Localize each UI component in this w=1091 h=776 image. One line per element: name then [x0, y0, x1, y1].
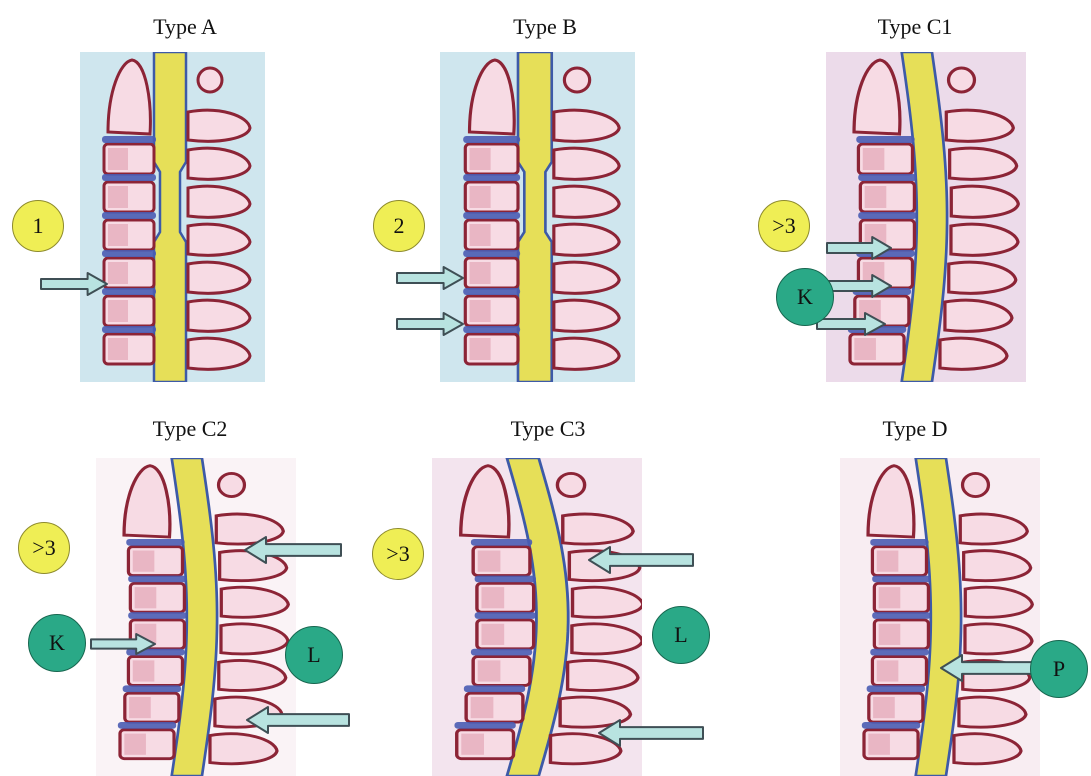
badge-type-c2-l: L	[285, 626, 343, 684]
badge-type-d-p: P	[1030, 640, 1088, 698]
arrow-right-icon	[826, 274, 892, 298]
badge-type-c2-count: >3	[18, 522, 70, 574]
arrow-right-icon	[396, 266, 464, 290]
arrow-right-icon	[90, 633, 156, 655]
panel-title-type-b: Type B	[490, 14, 600, 40]
panel-title-type-c1: Type C1	[860, 14, 970, 40]
arrow-right-icon	[40, 272, 108, 296]
badge-type-a-count: 1	[12, 200, 64, 252]
arrow-left-icon	[588, 546, 694, 574]
arrow-right-icon	[396, 312, 464, 336]
arrow-left-icon	[940, 654, 1044, 682]
panel-title-type-c2: Type C2	[130, 416, 250, 442]
panel-title-type-c3: Type C3	[488, 416, 608, 442]
arrow-right-icon	[826, 236, 892, 260]
spine-illustration-type-d	[840, 458, 1040, 776]
badge-type-c1-count: >3	[758, 200, 810, 252]
badge-type-c2-k: K	[28, 614, 86, 672]
arrow-left-icon	[246, 706, 350, 734]
spine-illustration-type-a	[80, 52, 265, 382]
arrow-left-icon	[598, 719, 704, 747]
badge-type-c1-k: K	[776, 268, 834, 326]
badge-type-b-count: 2	[373, 200, 425, 252]
arrow-left-icon	[244, 536, 342, 564]
badge-type-c3-l: L	[652, 606, 710, 664]
panel-title-type-a: Type A	[130, 14, 240, 40]
spine-illustration-type-b	[440, 52, 635, 382]
panel-title-type-d: Type D	[860, 416, 970, 442]
badge-type-c3-count: >3	[372, 528, 424, 580]
